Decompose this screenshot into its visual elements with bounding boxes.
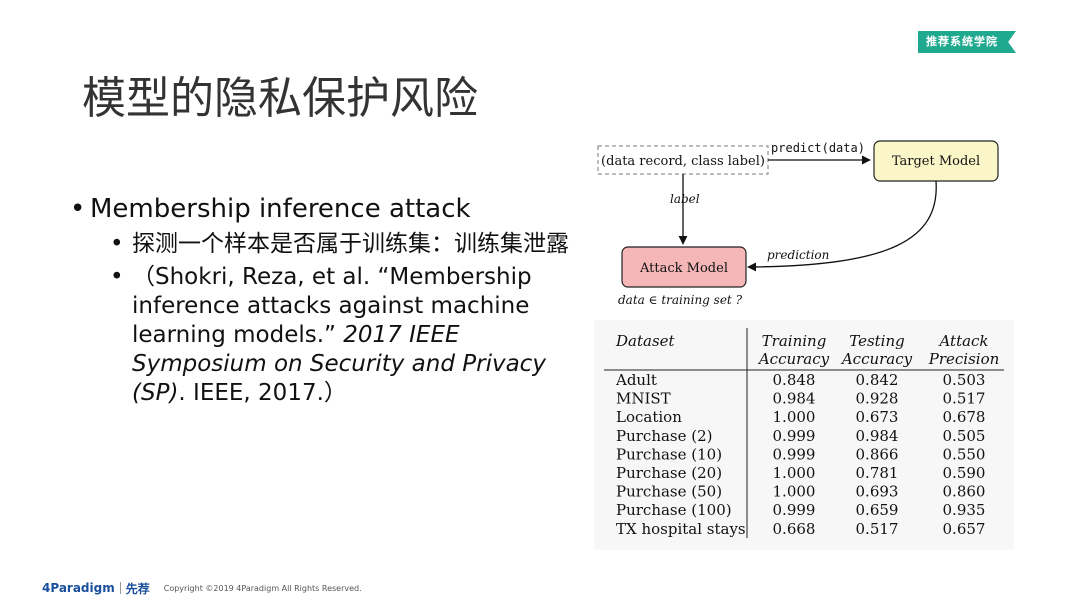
label-text: label [670,192,700,206]
footer: 4Paradigm 先荐 Copyright ©2019 4Paradigm A… [42,578,362,598]
bullet-sub-1: • 探测一个样本是否属于训练集：训练集泄露 [70,230,570,259]
copyright-text: Copyright ©2019 4Paradigm All Rights Res… [163,583,362,593]
page-title: 模型的隐私保护风险 [82,73,478,124]
table-row-label: Purchase (100) [616,501,732,519]
table-cell: 0.999 [773,501,816,519]
table-cell: 0.673 [856,408,899,426]
table-header-cell: Attack [937,332,988,350]
citation-prefix: （Shokri, Reza, et al. “Membership infere… [132,264,532,348]
target-model-label: Target Model [892,154,980,169]
4paradigm-logo: 4Paradigm [42,581,115,595]
table-cell: 0.678 [943,408,986,426]
attack-model-box [621,246,747,288]
table-row-label: Purchase (50) [616,483,722,501]
table-cell: 0.693 [856,483,899,501]
table-cell: 0.866 [856,445,899,463]
table-cell: 0.657 [943,520,986,538]
table-cell: 0.590 [943,464,986,482]
logo-divider [119,582,121,594]
table-header-cell: Testing [849,332,905,350]
table-cell: 0.781 [856,464,899,482]
table-cell: 0.984 [856,427,899,445]
table-cell: 0.503 [943,371,986,389]
citation-venue: 2017 IEEE Symposium on Security and Priv… [132,322,546,406]
citation-suffix: . IEEE, 2017.） [178,380,347,406]
membership-question: data ∈ training set ? [618,293,743,307]
table-row-label: Purchase (20) [616,464,722,482]
table-header-cell: Dataset [615,332,676,350]
table-cell: 0.842 [856,371,899,389]
table-cell: 1.000 [773,464,816,482]
bullet-main: Membership inference attack [70,192,570,226]
table-cell: 0.659 [856,501,899,519]
table-cell: 0.848 [773,371,816,389]
table-row-label: Purchase (2) [616,427,713,445]
table-cell: 0.860 [943,483,986,501]
table-row-label: Purchase (10) [616,445,722,463]
table-header-cell: Precision [928,350,1000,368]
table-cell: 0.999 [773,445,816,463]
table-header-cell: Accuracy [757,350,830,368]
table-cell: 0.984 [773,390,816,408]
table-row-label: Location [616,408,682,426]
attack-model-label: Attack Model [639,261,728,276]
table-cell: 0.928 [856,390,899,408]
table-cell: 0.505 [943,427,986,445]
attack-diagram: (data record, class label) predict(data)… [597,140,999,307]
table-row-label: MNIST [616,390,671,408]
table-cell: 0.517 [856,520,899,538]
table-cell: 0.999 [773,427,816,445]
predict-label: predict(data) [771,141,865,155]
table-row-label: Adult [615,371,657,389]
brand-badge: 推荐系统学院 [918,31,1016,53]
bullet-dot: • [110,264,124,290]
table-cell: 0.668 [773,520,816,538]
table-header-cell: Training [762,332,827,350]
prediction-arrow [747,180,937,272]
bullet-sub-2: • （Shokri, Reza, et al. “Membership infe… [70,263,570,408]
table-cell: 0.517 [943,390,986,408]
prediction-text: prediction [767,248,829,262]
table-cell: 0.550 [943,445,986,463]
table-cell: 0.935 [943,501,986,519]
table-row-label: TX hospital stays [616,520,746,538]
table-header-cell: Accuracy [840,350,913,368]
table-cell: 1.000 [773,483,816,501]
data-record-label: (data record, class label) [601,154,765,169]
bullet-sub-1-text: 探测一个样本是否属于训练集：训练集泄露 [132,231,569,257]
table-cell: 1.000 [773,408,816,426]
xianjian-logo: 先荐 [125,581,150,596]
bullet-dot: • [110,231,124,257]
bullet-list: Membership inference attack • 探测一个样本是否属于… [70,192,570,408]
